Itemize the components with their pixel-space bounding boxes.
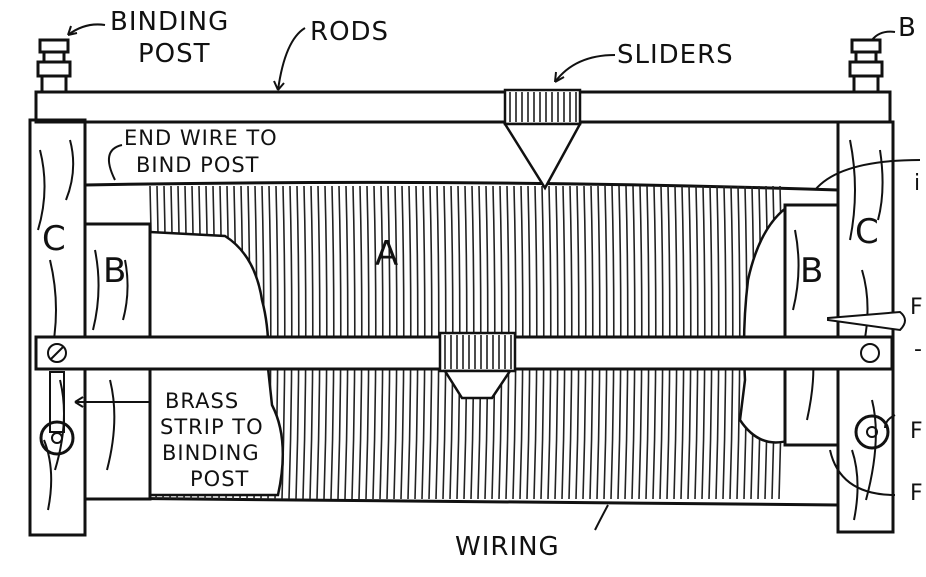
binding-post-right bbox=[848, 38, 884, 94]
edge-fragment-5: F bbox=[910, 481, 923, 506]
label-part-b-right: B bbox=[800, 251, 823, 291]
label-binding-post-right: B bbox=[898, 13, 917, 43]
label-brass-2: STRIP TO bbox=[160, 415, 264, 439]
edge-fragment-3: - bbox=[914, 337, 922, 362]
edge-fragment-4: F bbox=[910, 419, 923, 444]
edge-fragment-2: F bbox=[910, 295, 923, 320]
brass-strip-left bbox=[39, 371, 75, 456]
label-sliders: SLIDERS bbox=[617, 40, 734, 70]
label-binding-post-left-2: POST bbox=[138, 39, 211, 69]
leader-lines bbox=[67, 23, 921, 531]
edge-fragment-1: i bbox=[914, 171, 920, 196]
label-rods: RODS bbox=[310, 17, 389, 47]
cutaway-right bbox=[738, 203, 840, 447]
binding-post-left bbox=[36, 38, 72, 94]
top-rod bbox=[34, 90, 892, 124]
label-brass-3: BINDING bbox=[162, 441, 260, 465]
label-end-wire-2: BIND POST bbox=[136, 153, 260, 177]
screw-right bbox=[827, 310, 906, 332]
label-brass-4: POST bbox=[190, 467, 249, 491]
label-wiring: WIRING bbox=[455, 532, 560, 562]
label-part-c-right: C bbox=[855, 212, 879, 252]
label-part-b-left: B bbox=[103, 251, 126, 291]
label-binding-post-left-1: BINDING bbox=[110, 7, 229, 37]
label-part-a: A bbox=[375, 234, 398, 274]
label-part-c-left: C bbox=[42, 219, 66, 259]
binding-post-lower-right bbox=[854, 414, 890, 450]
slider-bottom bbox=[438, 331, 517, 400]
end-block-left bbox=[28, 118, 87, 537]
label-end-wire-1: END WIRE TO bbox=[124, 126, 278, 150]
label-brass-1: BRASS bbox=[165, 389, 239, 413]
slider-top bbox=[502, 88, 583, 191]
